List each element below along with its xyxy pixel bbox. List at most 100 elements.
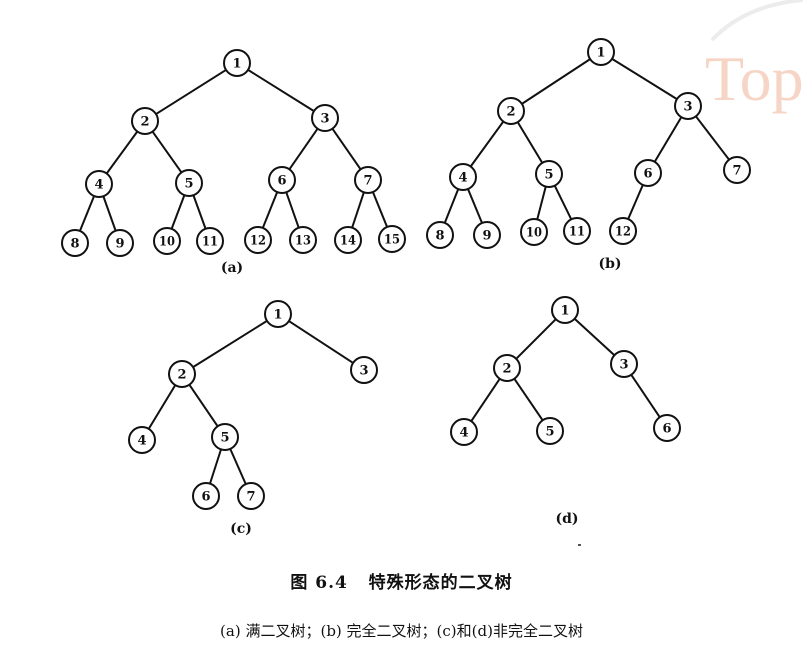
node-label: 7: [363, 174, 372, 189]
node-circle: [610, 350, 638, 378]
tree-a-node-14: 14: [334, 226, 362, 254]
watermark-swoosh: [710, 0, 803, 42]
tree-b-label: (b): [598, 256, 621, 272]
node-circle: [237, 482, 265, 510]
node-label: 3: [320, 112, 329, 127]
tree-a-edge-3-7: [331, 128, 362, 170]
tree-d-edge-3-6: [630, 374, 661, 418]
node-label: 15: [384, 233, 400, 248]
node-label: 12: [250, 234, 266, 249]
tree-a-node-2: 2: [131, 107, 159, 135]
tree-b-node-7: 7: [723, 156, 751, 184]
node-label: 2: [502, 362, 511, 377]
node-label: 13: [295, 234, 311, 249]
node-label: 1: [596, 46, 605, 61]
tree-c-edge-2-5: [188, 384, 219, 427]
tree-a-node-7: 7: [354, 166, 382, 194]
tree-c-edge-5-7: [229, 448, 247, 485]
tree-c-node-4: 4: [128, 426, 156, 454]
tree-c-edge-1-3: [288, 320, 354, 364]
tree-b-node-1: 1: [587, 38, 615, 66]
tree-b-node-12: 12: [609, 217, 637, 245]
node-circle: [85, 170, 113, 198]
tree-b-edge-5-10: [536, 186, 547, 220]
node-label: 10: [159, 235, 175, 250]
node-label: 8: [435, 229, 444, 244]
tree-b-node-6: 6: [634, 159, 662, 187]
tree-d-node-4: 4: [450, 418, 478, 446]
tree-a-edge-4-8: [78, 195, 96, 232]
node-circle: [350, 356, 378, 384]
node-label: 6: [277, 174, 286, 189]
node-label: 3: [619, 358, 628, 373]
node-circle: [153, 227, 181, 255]
node-circle: [674, 92, 702, 120]
tree-a-edge-5-10: [170, 194, 186, 230]
tree-d-node-6: 6: [653, 414, 681, 442]
node-circle: [211, 423, 239, 451]
tree-a-node-11: 11: [196, 227, 224, 255]
node-circle: [61, 229, 89, 257]
node-label: 7: [732, 164, 741, 179]
node-circle: [244, 226, 272, 254]
tree-b-node-8: 8: [426, 221, 454, 249]
node-circle: [609, 217, 637, 245]
tree-a-node-5: 5: [175, 169, 203, 197]
tree-a-edge-2-4: [105, 130, 139, 175]
node-label: 4: [94, 178, 103, 193]
node-label: 5: [544, 168, 553, 183]
tree-b-node-10: 10: [520, 218, 548, 246]
node-label: 8: [70, 237, 79, 252]
tree-b-node-4: 4: [449, 163, 477, 191]
speck: [578, 544, 581, 546]
tree-a-node-6: 6: [268, 166, 296, 194]
tree-c-edge-1-2: [192, 320, 268, 368]
node-circle: [493, 354, 521, 382]
node-label: 5: [184, 177, 193, 192]
node-circle: [196, 227, 224, 255]
node-circle: [311, 104, 339, 132]
node-label: 9: [115, 237, 124, 252]
node-label: 14: [340, 234, 356, 249]
tree-c-label: (c): [230, 521, 252, 537]
node-circle: [192, 482, 220, 510]
node-circle: [535, 160, 563, 188]
tree-a-edge-7-14: [351, 192, 365, 228]
node-circle: [131, 107, 159, 135]
tree-c-node-5: 5: [211, 423, 239, 451]
tree-a-node-12: 12: [244, 226, 272, 254]
tree-a-node-1: 1: [223, 49, 251, 77]
node-circle: [653, 414, 681, 442]
node-circle: [450, 418, 478, 446]
node-circle: [354, 166, 382, 194]
tree-d-edge-2-5: [513, 378, 544, 421]
node-circle: [378, 225, 406, 253]
node-circle: [449, 163, 477, 191]
tree-c-node-2: 2: [168, 360, 196, 388]
node-label: 11: [202, 235, 218, 250]
node-circle: [563, 217, 591, 245]
tree-a-node-4: 4: [85, 170, 113, 198]
tree-d-node-1: 1: [551, 296, 579, 324]
tree-b-node-3: 3: [674, 92, 702, 120]
node-circle: [175, 169, 203, 197]
tree-d-edge-2-4: [470, 378, 501, 422]
node-label: 6: [201, 490, 210, 505]
node-label: 6: [643, 167, 652, 182]
node-label: 6: [662, 422, 671, 437]
node-circle: [128, 426, 156, 454]
tree-d-label: (d): [555, 511, 578, 527]
node-label: 4: [458, 171, 467, 186]
figure-caption-title: 图 6.4 特殊形态的二叉树: [290, 573, 513, 593]
tree-b-node-9: 9: [473, 221, 501, 249]
tree-a-edge-1-3: [247, 69, 315, 112]
tree-a-node-8: 8: [61, 229, 89, 257]
node-circle: [473, 221, 501, 249]
node-label: 1: [273, 308, 282, 323]
tree-a-edge-4-9: [102, 195, 117, 232]
tree-a-node-9: 9: [106, 229, 134, 257]
node-label: 12: [615, 225, 631, 240]
tree-c-node-7: 7: [237, 482, 265, 510]
